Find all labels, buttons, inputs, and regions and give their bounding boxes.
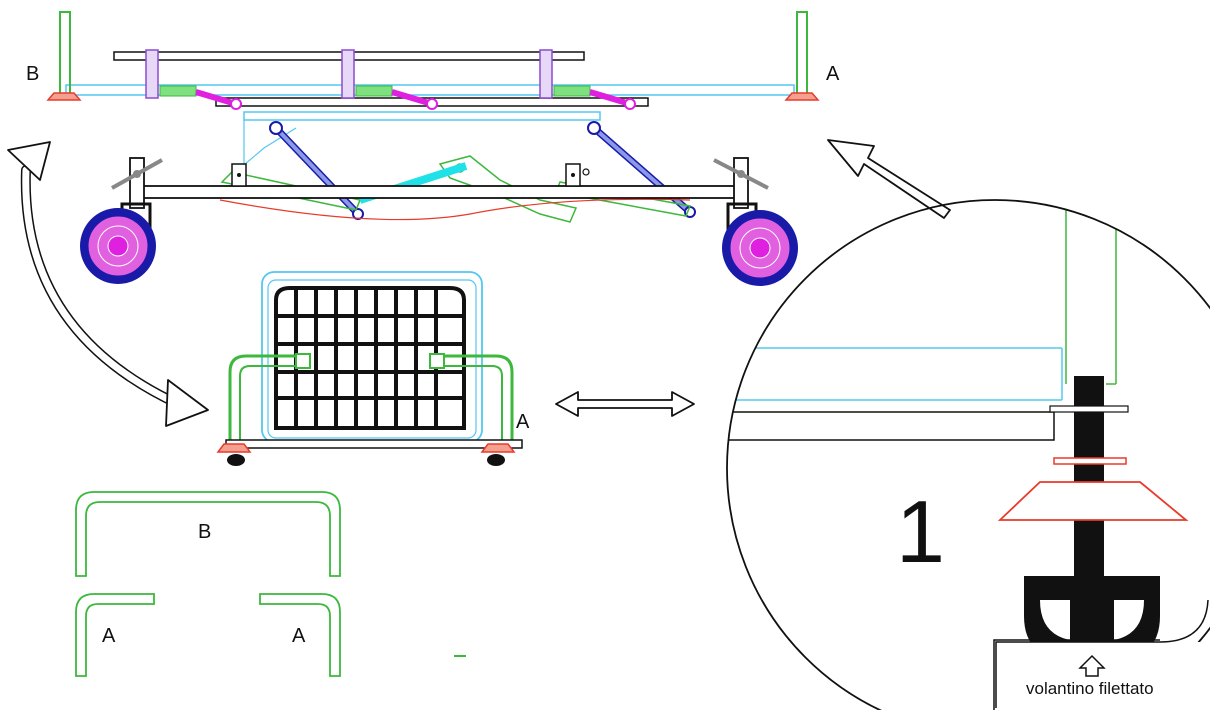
curved-arrow-left <box>7 141 209 427</box>
parts-view: B A A <box>75 491 466 677</box>
detail-caption: volantino filettato <box>1026 679 1154 698</box>
clamp-1 <box>145 49 242 110</box>
top-view: B A <box>26 11 840 110</box>
side-view <box>80 111 798 286</box>
clamp-2 <box>341 49 438 110</box>
clamp-3 <box>539 49 636 110</box>
arrow-to-top-right <box>827 139 951 219</box>
detail-callout: 1 volantino filettato <box>726 199 1210 715</box>
part-label-a-right: A <box>292 625 306 647</box>
double-arrow-horizontal <box>555 391 695 417</box>
part-label-b: B <box>198 521 211 543</box>
wheel-left <box>80 202 156 284</box>
part-label-a-left: A <box>102 625 116 647</box>
wheel-right <box>722 202 798 286</box>
end-view-label-a: A <box>516 411 530 433</box>
detail-number: 1 <box>896 482 945 581</box>
top-label-b: B <box>26 63 39 85</box>
end-view: A <box>216 271 530 466</box>
top-label-a: A <box>826 63 840 85</box>
